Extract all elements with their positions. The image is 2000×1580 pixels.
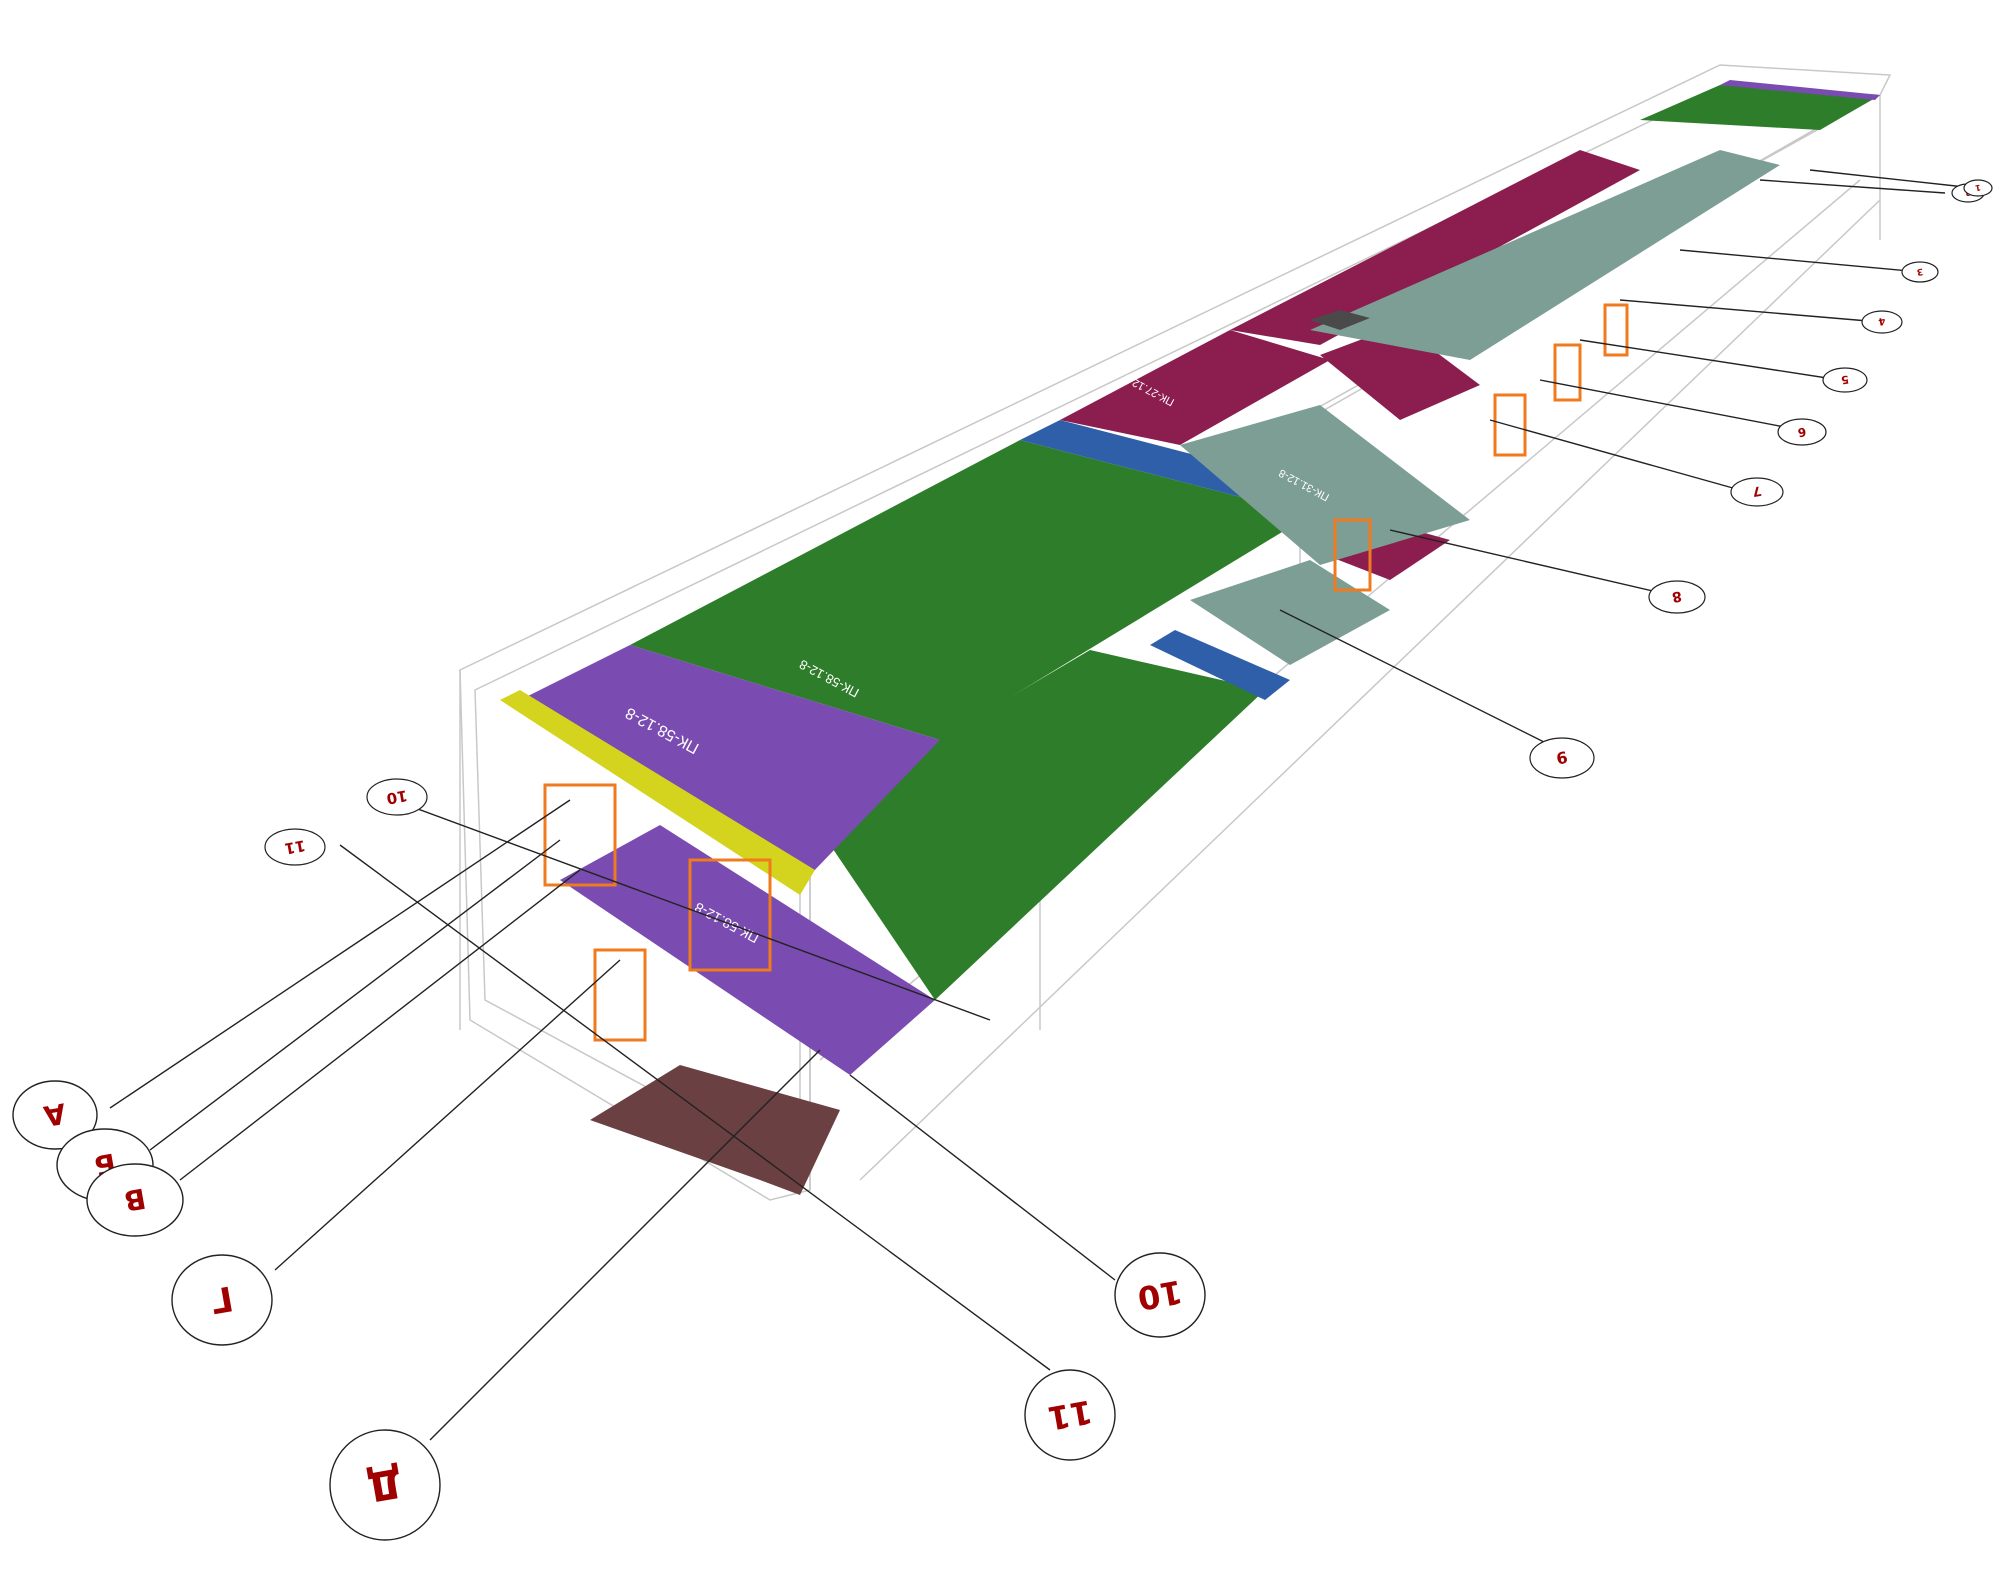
svg-text:1: 1 <box>1974 183 1981 193</box>
axis-bubble-10-small: 10 <box>366 778 428 816</box>
slab-blue-2 <box>1150 630 1290 700</box>
axis-bubble-В: В <box>86 1163 184 1237</box>
slab-green-main <box>630 440 1310 740</box>
axis-bubble-11-large: 11 <box>1024 1369 1116 1461</box>
axis-bubble-Д: Д <box>329 1429 441 1541</box>
axis-bubble-10-large: 10 <box>1114 1252 1206 1338</box>
window-frame-3 <box>1493 393 1527 457</box>
svg-text:10: 10 <box>1135 1272 1185 1317</box>
axis-bubble-4: 4 <box>1861 310 1903 334</box>
axis-bubble-3: 3 <box>1901 261 1939 283</box>
staircase <box>590 1065 840 1195</box>
slab-purple-top <box>520 645 940 875</box>
axis-bubble-9: 9 <box>1529 737 1595 779</box>
leader-lines <box>109 169 1966 1441</box>
window-frame-6 <box>1333 518 1372 592</box>
window-frame-4 <box>1553 343 1582 402</box>
svg-text:10: 10 <box>385 786 409 807</box>
svg-text:5: 5 <box>1840 372 1850 386</box>
svg-text:6: 6 <box>1797 424 1808 439</box>
axis-bubble-6: 6 <box>1777 418 1827 446</box>
axis-bubble-5: 5 <box>1822 367 1868 393</box>
svg-text:7: 7 <box>1751 482 1763 498</box>
svg-text:11: 11 <box>283 836 307 857</box>
window-frame-2 <box>688 858 772 972</box>
window-frames <box>543 303 1629 1042</box>
svg-text:Д: Д <box>363 1458 406 1509</box>
slab-purple-lower <box>560 825 935 1075</box>
slab-teal-1 <box>1180 405 1470 565</box>
slab-maroon-4 <box>1320 325 1480 420</box>
svg-text:11: 11 <box>1045 1392 1095 1437</box>
svg-text:8: 8 <box>1671 587 1683 604</box>
slab-maroon-1 <box>1060 330 1330 445</box>
slab-teal-3 <box>1190 560 1390 665</box>
axis-bubble-1: 1 <box>1963 179 1993 197</box>
slab-green-lower <box>810 650 1265 1000</box>
door-frame <box>593 948 647 1042</box>
svg-text:4: 4 <box>1877 315 1886 327</box>
axis-bubble-8: 8 <box>1648 580 1706 614</box>
beam-yellow <box>500 690 815 895</box>
window-frame-5 <box>1603 303 1629 357</box>
slab-purple-end <box>1720 80 1880 100</box>
slab-teal-2 <box>1310 150 1780 360</box>
svg-text:3: 3 <box>1916 266 1924 277</box>
axis-bubble-11-small: 11 <box>264 828 326 866</box>
slab-maroon-2 <box>1230 150 1640 345</box>
window-frame-1 <box>543 783 617 887</box>
slab-dark-strip <box>1310 310 1370 330</box>
svg-text:9: 9 <box>1555 747 1569 768</box>
axis-bubble-А: А <box>12 1080 98 1150</box>
axis-bubble-Г: Г <box>171 1254 273 1346</box>
axis-bubble-7: 7 <box>1730 477 1784 507</box>
slab-green-end <box>1640 85 1880 130</box>
